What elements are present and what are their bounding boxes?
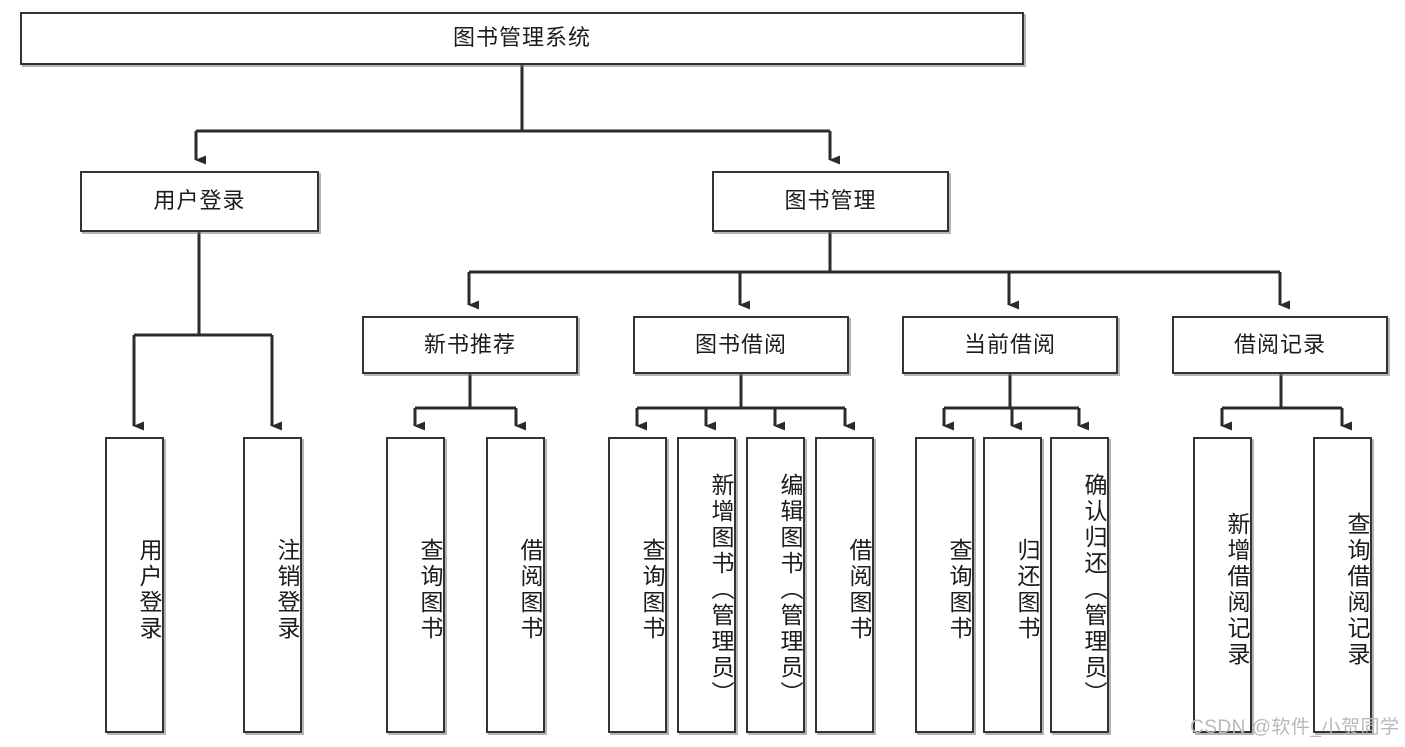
- node-leaf-query-book-3[interactable]: 查询图书: [915, 437, 974, 733]
- node-leaf-borrow-book-2[interactable]: 借阅图书: [815, 437, 874, 733]
- node-leaf-return-book-label: 归还图书: [1014, 538, 1040, 642]
- node-leaf-add-record-label: 新增借阅记录: [1224, 512, 1250, 668]
- node-leaf-confirm-return-label: 确认归还（管理员）: [1081, 473, 1107, 707]
- node-root-label: 图书管理系统: [452, 25, 591, 51]
- node-leaf-return-book[interactable]: 归还图书: [983, 437, 1042, 733]
- node-leaf-query-book-2-label: 查询图书: [639, 538, 665, 642]
- node-leaf-query-book-3-label: 查询图书: [946, 538, 972, 642]
- node-leaf-edit-book[interactable]: 编辑图书（管理员）: [746, 437, 805, 733]
- node-user-login-label: 用户登录: [153, 188, 246, 214]
- csdn-watermark-text: CSDN @软件_小贺同学: [1190, 717, 1400, 738]
- node-current-borrow[interactable]: 当前借阅: [902, 316, 1118, 374]
- node-leaf-query-record[interactable]: 查询借阅记录: [1313, 437, 1372, 733]
- node-leaf-query-book-1[interactable]: 查询图书: [386, 437, 445, 733]
- node-leaf-logout-login[interactable]: 注销登录: [243, 437, 302, 733]
- node-leaf-query-book-1-label: 查询图书: [417, 538, 443, 642]
- node-leaf-add-record[interactable]: 新增借阅记录: [1193, 437, 1252, 733]
- node-new-book-rec-label: 新书推荐: [423, 331, 516, 357]
- node-current-borrow-label: 当前借阅: [963, 331, 1056, 357]
- node-leaf-edit-book-label: 编辑图书（管理员）: [777, 473, 803, 707]
- node-leaf-borrow-book-1-label: 借阅图书: [517, 538, 543, 642]
- node-book-borrow-label: 图书借阅: [694, 331, 787, 357]
- node-leaf-confirm-return[interactable]: 确认归还（管理员）: [1050, 437, 1109, 733]
- node-leaf-query-book-2[interactable]: 查询图书: [608, 437, 667, 733]
- node-root[interactable]: 图书管理系统: [20, 12, 1024, 65]
- node-leaf-logout-login-label: 注销登录: [274, 538, 300, 642]
- node-leaf-add-book[interactable]: 新增图书（管理员）: [677, 437, 736, 733]
- node-book-borrow[interactable]: 图书借阅: [633, 316, 849, 374]
- node-leaf-user-login-label: 用户登录: [136, 538, 162, 642]
- node-user-login[interactable]: 用户登录: [80, 171, 319, 232]
- node-leaf-query-record-label: 查询借阅记录: [1344, 512, 1370, 668]
- node-book-manage-label: 图书管理: [784, 188, 877, 214]
- node-leaf-add-book-label: 新增图书（管理员）: [708, 473, 734, 707]
- node-book-manage[interactable]: 图书管理: [712, 171, 949, 232]
- csdn-watermark: CSDN @软件_小贺同学: [1190, 712, 1399, 739]
- node-borrow-record-label: 借阅记录: [1233, 331, 1326, 357]
- node-leaf-user-login[interactable]: 用户登录: [105, 437, 164, 733]
- node-borrow-record[interactable]: 借阅记录: [1172, 316, 1388, 374]
- node-leaf-borrow-book-2-label: 借阅图书: [846, 538, 872, 642]
- node-new-book-rec[interactable]: 新书推荐: [362, 316, 578, 374]
- node-leaf-borrow-book-1[interactable]: 借阅图书: [486, 437, 545, 733]
